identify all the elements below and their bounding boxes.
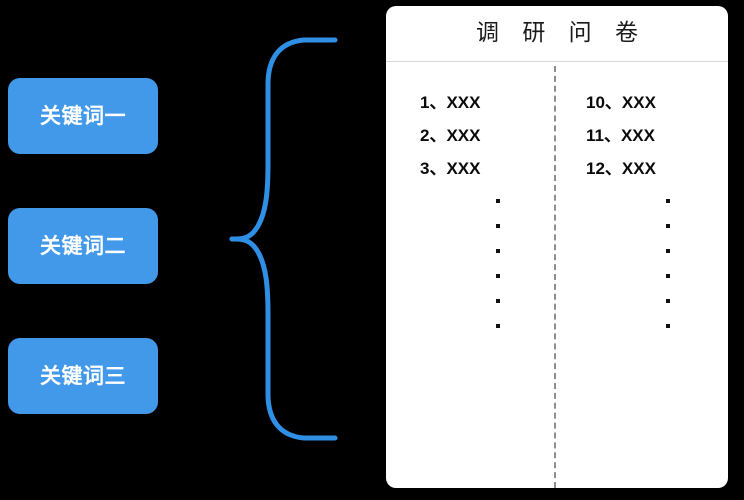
ellipsis-dot [496,324,500,328]
ellipsis-dot [666,199,670,203]
ellipsis-dot [496,299,500,303]
ellipsis-dot [666,224,670,228]
question-item: 12、XXX [586,159,656,178]
ellipsis-dot [666,299,670,303]
ellipsis-dot [666,249,670,253]
keyword-pill-2-label: 关键词二 [40,234,126,258]
ellipsis-dot [496,274,500,278]
keyword-pill-3[interactable]: 关键词三 [8,338,158,414]
question-item: 11、XXX [586,126,655,145]
ellipsis-dot [666,324,670,328]
ellipsis-dot [496,224,500,228]
column-dashed-divider [554,66,556,488]
question-item: 2、XXX [420,126,481,145]
curly-brace-icon [229,37,338,441]
question-column-right: 10、XXX 11、XXX 12、XXX [586,86,716,349]
ellipsis-dots-right [586,199,716,349]
ellipsis-dot [666,274,670,278]
ellipsis-dots-left [420,199,550,349]
question-item: 10、XXX [586,93,656,112]
questionnaire-title: 调 研 问 卷 [386,6,728,61]
keyword-pill-2[interactable]: 关键词二 [8,208,158,284]
ellipsis-dot [496,249,500,253]
questionnaire-title-text: 调 研 问 卷 [476,20,646,46]
questionnaire-panel: 调 研 问 卷 1、XXX 2、XXX 3、XXX 10、XXX 11、XXX … [386,6,728,488]
keyword-pill-1-label: 关键词一 [40,104,126,128]
keyword-pill-1[interactable]: 关键词一 [8,78,158,154]
question-item: 1、XXX [420,93,481,112]
question-item: 3、XXX [420,159,481,178]
title-divider [386,61,728,62]
keyword-pill-3-label: 关键词三 [40,364,126,388]
ellipsis-dot [496,199,500,203]
question-column-left: 1、XXX 2、XXX 3、XXX [420,86,550,349]
